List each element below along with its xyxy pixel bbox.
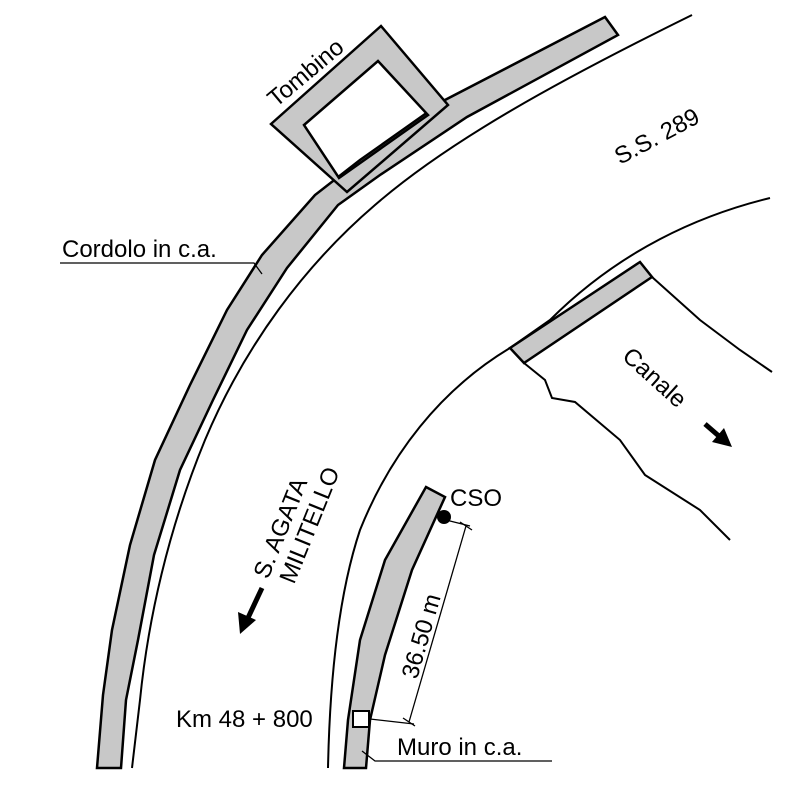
tombino-frame — [269, 24, 450, 194]
distance-label: 36.50 m — [397, 591, 447, 682]
cordolo-leader — [60, 262, 263, 275]
dimension-line — [369, 519, 473, 727]
cordolo-label: Cordolo in c.a. — [62, 236, 217, 263]
km-marker-square — [352, 710, 370, 728]
km-label: Km 48 + 800 — [176, 706, 313, 733]
road-label: S.S. 289 — [610, 103, 704, 170]
canal-arrow-icon — [703, 422, 732, 447]
cso-label: CSO — [450, 485, 502, 512]
south-arrow-icon — [238, 586, 265, 634]
canal-bank-outer — [509, 197, 771, 349]
canal-bank-inner — [327, 347, 511, 769]
canale-label: Canale — [617, 342, 692, 413]
muro-label: Muro in c.a. — [397, 734, 522, 761]
road-inner-edge — [131, 14, 693, 769]
canal-jagged-edge — [523, 362, 731, 541]
muro-wall — [342, 485, 447, 770]
canal-irregular-edge — [651, 276, 773, 373]
cso-point — [437, 510, 451, 524]
muro-leader — [361, 750, 552, 762]
